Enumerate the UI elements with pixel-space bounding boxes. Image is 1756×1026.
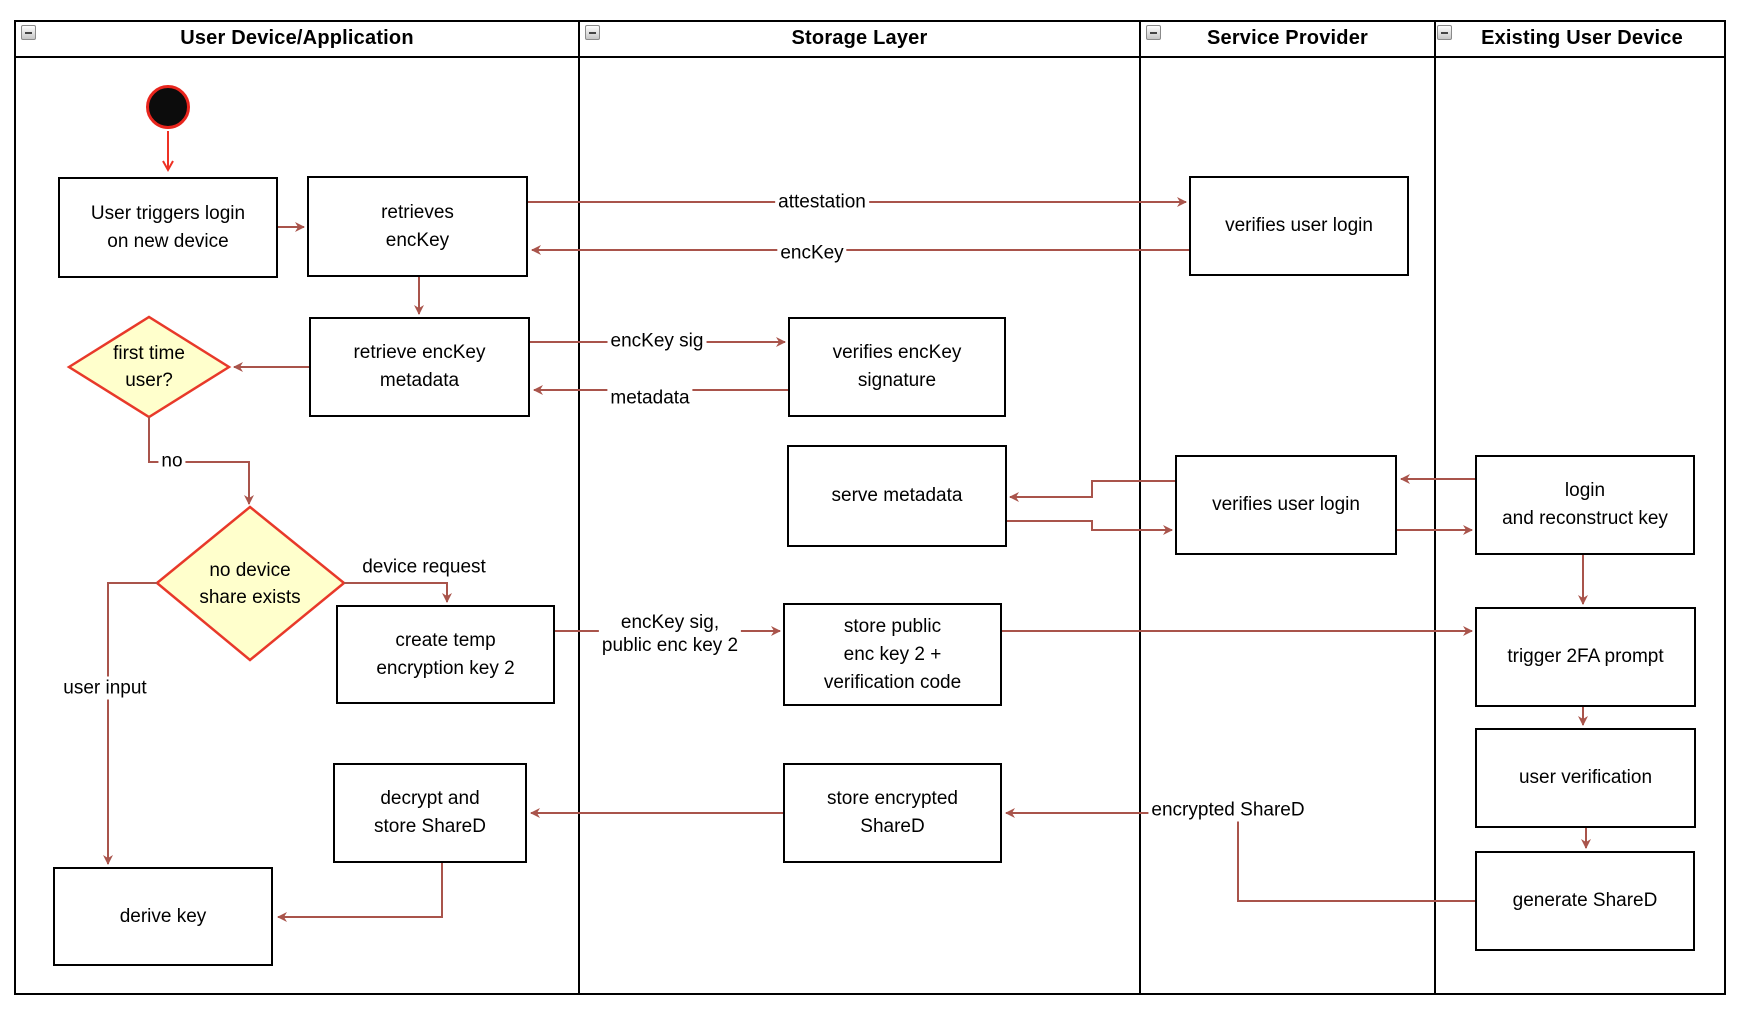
node-generate-shared[interactable]: generate ShareD [1475, 851, 1695, 951]
edge-label-no: no [158, 449, 186, 473]
lane-divider-1 [578, 20, 580, 995]
lane-header-storage-layer: Storage Layer [791, 27, 928, 49]
decision-label-no-device-share: no device share exists [199, 560, 301, 608]
lane-divider-2 [1139, 20, 1141, 995]
node-decrypt-store-shared[interactable]: decrypt and store ShareD [333, 763, 527, 863]
collapse-icon[interactable] [1437, 25, 1452, 40]
node-user-triggers-login[interactable]: User triggers login on new device [58, 177, 278, 278]
node-verifies-enckey-signature[interactable]: verifies encKey signature [788, 317, 1006, 417]
edge-label-enckey-sig-public: encKey sig, public enc key 2 [598, 611, 742, 657]
edge-label-attestation: attestation [775, 190, 869, 214]
node-create-temp-key[interactable]: create temp encryption key 2 [336, 605, 555, 704]
edge-label-enckey: encKey [777, 241, 847, 265]
node-retrieve-enckey-metadata[interactable]: retrieve encKey metadata [309, 317, 530, 417]
lane-divider-3 [1434, 20, 1436, 995]
node-login-and-reconstruct[interactable]: login and reconstruct key [1475, 455, 1695, 555]
node-verifies-user-login-top[interactable]: verifies user login [1189, 176, 1409, 276]
edge-label-device-request: device request [359, 555, 489, 579]
node-retrieves-enckey[interactable]: retrieves encKey [307, 176, 528, 277]
swimlane-frame [14, 20, 1726, 995]
edge-label-enckey-sig: encKey sig [607, 329, 707, 353]
lane-header-user-device: User Device/Application [180, 27, 414, 49]
node-derive-key[interactable]: derive key [53, 867, 273, 966]
node-trigger-2fa[interactable]: trigger 2FA prompt [1475, 607, 1696, 707]
edge-label-encrypted-shared: encrypted ShareD [1148, 798, 1308, 822]
node-store-encrypted-shared[interactable]: store encrypted ShareD [783, 763, 1002, 863]
node-verifies-user-login-mid[interactable]: verifies user login [1175, 455, 1397, 555]
node-user-verification[interactable]: user verification [1475, 728, 1696, 828]
edge-label-user-input: user input [60, 676, 150, 700]
decision-label-first-time-user: first time user? [113, 343, 185, 391]
collapse-icon[interactable] [585, 25, 600, 40]
initial-node[interactable] [146, 85, 190, 129]
edge-label-metadata: metadata [607, 386, 693, 410]
node-serve-metadata[interactable]: serve metadata [787, 445, 1007, 547]
node-store-public-enc-key[interactable]: store public enc key 2 + verification co… [783, 603, 1002, 706]
lane-header-existing-user-device: Existing User Device [1481, 27, 1683, 49]
collapse-icon[interactable] [1146, 25, 1161, 40]
collapse-icon[interactable] [21, 25, 36, 40]
header-divider [14, 56, 1726, 58]
lane-header-service-provider: Service Provider [1206, 27, 1369, 49]
